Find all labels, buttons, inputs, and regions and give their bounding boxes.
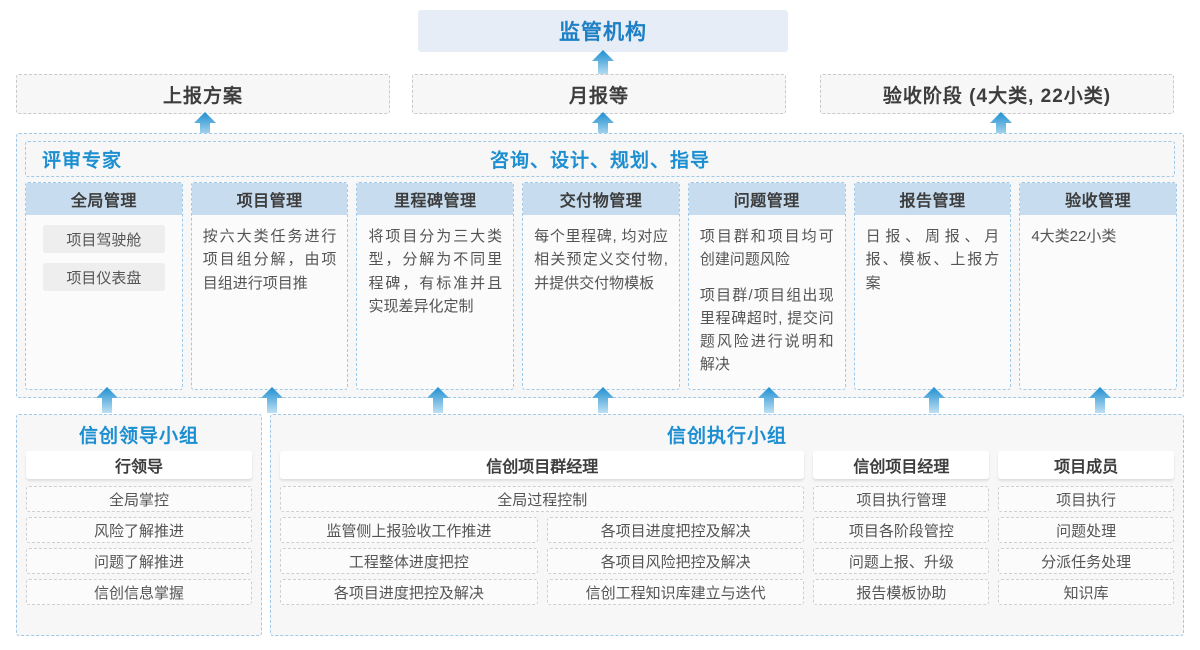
- task-item[interactable]: 工程整体进度把控: [280, 548, 538, 574]
- arrow-up-icon: [96, 387, 118, 413]
- column-title: 问题管理: [688, 183, 845, 215]
- column-paragraph: 每个里程碑, 均对应相关预定义交付物, 并提供交付物模板: [534, 228, 668, 292]
- column-body: 每个里程碑, 均对应相关预定义交付物, 并提供交付物模板: [523, 215, 679, 389]
- task-item[interactable]: 风险了解推进: [26, 517, 252, 543]
- column-acceptance-management[interactable]: 验收管理 4大类22小类: [1019, 182, 1178, 390]
- column-body: 项目驾驶舱 项目仪表盘: [26, 215, 182, 389]
- column-body: 4大类22小类: [1020, 215, 1176, 389]
- column-paragraph: 日报、周报、月报、模板、上报方案: [865, 228, 1000, 292]
- task-item[interactable]: 全局过程控制: [280, 486, 805, 512]
- column-milestone-management[interactable]: 里程碑管理 将项目分为三大类型，分解为不同里程碑，有标准并且实现差异化定制: [356, 182, 515, 390]
- column-body: 日报、周报、月报、模板、上报方案: [855, 215, 1011, 389]
- report-box-monthly: 月报等: [412, 74, 786, 114]
- arrow-up-icon: [990, 112, 1012, 138]
- arrow-up-icon: [923, 387, 945, 413]
- column-issue-management[interactable]: 问题管理 项目群和项目均可创建问题风险 项目群/项目组出现里程碑超时, 提交问题…: [687, 182, 846, 390]
- program-manager-tasks-left: 监管侧上报验收工作推进 工程整体进度把控 各项目进度把控及解决: [280, 517, 538, 605]
- project-manager-block: 信创项目经理 项目执行管理 项目各阶段管控 问题上报、升级 报告模板协助: [813, 451, 990, 605]
- column-paragraph: 4大类22小类: [1031, 228, 1117, 245]
- role-header-project-member[interactable]: 项目成员: [998, 451, 1175, 479]
- task-item[interactable]: 分派任务处理: [998, 548, 1175, 574]
- task-item[interactable]: 报告模板协助: [813, 579, 990, 605]
- role-header-bank-leader[interactable]: 行领导: [26, 451, 252, 479]
- task-item[interactable]: 问题了解推进: [26, 548, 252, 574]
- task-item[interactable]: 项目执行管理: [813, 486, 990, 512]
- report-label: 上报方案: [162, 85, 243, 107]
- column-paragraph: 项目群和项目均可创建问题风险: [699, 228, 834, 269]
- exec-group-panel: 信创执行小组 信创项目群经理 全局过程控制 监管侧上报验收工作推进 工程整体进度…: [270, 414, 1184, 636]
- column-title: 报告管理: [854, 183, 1011, 215]
- arrow-up-icon: [1089, 387, 1111, 413]
- regulator-label: 监管机构: [559, 21, 647, 44]
- column-global-management[interactable]: 全局管理 项目驾驶舱 项目仪表盘: [25, 182, 183, 390]
- column-deliverable-management[interactable]: 交付物管理 每个里程碑, 均对应相关预定义交付物, 并提供交付物模板: [522, 182, 680, 390]
- arrow-up-icon: [194, 112, 216, 138]
- consulting-panel-header: 评审专家 咨询、设计、规划、指导: [25, 141, 1175, 177]
- arrow-up-icon: [261, 387, 283, 413]
- leader-group-panel: 信创领导小组 行领导 全局掌控 风险了解推进 问题了解推进 信创信息掌握: [16, 414, 262, 636]
- role-header-program-manager[interactable]: 信创项目群经理: [280, 451, 805, 479]
- task-item[interactable]: 项目各阶段管控: [813, 517, 990, 543]
- task-item[interactable]: 各项目进度把控及解决: [546, 517, 805, 543]
- task-item[interactable]: 各项目进度把控及解决: [280, 579, 538, 605]
- report-label: 月报等: [568, 85, 629, 107]
- arrow-up-icon: [427, 387, 449, 413]
- column-body: 按六大类任务进行项目组分解，由项目组进行项目推: [192, 215, 348, 389]
- role-header-project-manager[interactable]: 信创项目经理: [813, 451, 990, 479]
- task-item[interactable]: 问题上报、升级: [813, 548, 990, 574]
- column-title: 全局管理: [26, 183, 182, 215]
- task-item[interactable]: 监管侧上报验收工作推进: [280, 517, 538, 543]
- leader-group-title: 信创领导小组: [78, 426, 199, 447]
- program-manager-task-columns: 监管侧上报验收工作推进 工程整体进度把控 各项目进度把控及解决 各项目进度把控及…: [280, 517, 805, 605]
- column-paragraph: 将项目分为三大类型，分解为不同里程碑，有标准并且实现差异化定制: [368, 228, 503, 315]
- column-paragraph: 项目群/项目组出现里程碑超时, 提交问题风险进行说明和解决: [699, 286, 834, 374]
- arrow-up-icon: [592, 387, 614, 413]
- column-title: 交付物管理: [523, 183, 679, 215]
- task-item[interactable]: 知识库: [998, 579, 1175, 605]
- pill-item[interactable]: 项目仪表盘: [43, 263, 165, 291]
- task-item[interactable]: 项目执行: [998, 486, 1175, 512]
- task-item[interactable]: 各项目风险把控及解决: [546, 548, 805, 574]
- arrow-up-icon: [592, 50, 614, 76]
- column-body: 将项目分为三大类型，分解为不同里程碑，有标准并且实现差异化定制: [357, 215, 513, 389]
- report-label: 验收阶段 (4大类, 22小类): [882, 85, 1112, 107]
- project-member-block: 项目成员 项目执行 问题处理 分派任务处理 知识库: [998, 451, 1175, 605]
- column-report-management[interactable]: 报告管理 日报、周报、月报、模板、上报方案: [853, 182, 1012, 390]
- task-item[interactable]: 信创工程知识库建立与迭代: [546, 579, 805, 605]
- report-box-acceptance: 验收阶段 (4大类, 22小类): [820, 74, 1174, 114]
- program-manager-block: 信创项目群经理 全局过程控制 监管侧上报验收工作推进 工程整体进度把控 各项目进…: [280, 451, 805, 605]
- regulator-box: 监管机构: [418, 10, 788, 52]
- column-title: 里程碑管理: [357, 183, 514, 215]
- task-item[interactable]: 信创信息掌握: [26, 579, 252, 605]
- review-expert-label: 评审专家: [42, 150, 123, 172]
- consulting-panel: 评审专家 咨询、设计、规划、指导 全局管理 项目驾驶舱 项目仪表盘 项目管理 按…: [16, 133, 1184, 398]
- column-paragraph: 按六大类任务进行项目组分解，由项目组进行项目推: [202, 228, 337, 292]
- exec-group-body: 信创项目群经理 全局过程控制 监管侧上报验收工作推进 工程整体进度把控 各项目进…: [280, 451, 1175, 605]
- column-project-management[interactable]: 项目管理 按六大类任务进行项目组分解，由项目组进行项目推: [190, 182, 349, 390]
- task-item[interactable]: 全局掌控: [26, 486, 252, 512]
- task-item[interactable]: 问题处理: [998, 517, 1175, 543]
- column-body: 项目群和项目均可创建问题风险 项目群/项目组出现里程碑超时, 提交问题风险进行说…: [689, 215, 845, 389]
- report-box-plan: 上报方案: [16, 74, 390, 114]
- program-manager-tasks-right: 各项目进度把控及解决 各项目风险把控及解决 信创工程知识库建立与迭代: [546, 517, 805, 605]
- management-columns: 全局管理 项目驾驶舱 项目仪表盘 项目管理 按六大类任务进行项目组分解，由项目组…: [25, 182, 1178, 390]
- pill-item[interactable]: 项目驾驶舱: [43, 225, 165, 253]
- arrow-up-icon: [592, 112, 614, 138]
- arrow-up-icon: [758, 387, 780, 413]
- column-title: 验收管理: [1020, 183, 1177, 215]
- column-title: 项目管理: [191, 183, 348, 215]
- consulting-label: 咨询、设计、规划、指导: [489, 150, 710, 172]
- exec-group-title: 信创执行小组: [666, 426, 787, 447]
